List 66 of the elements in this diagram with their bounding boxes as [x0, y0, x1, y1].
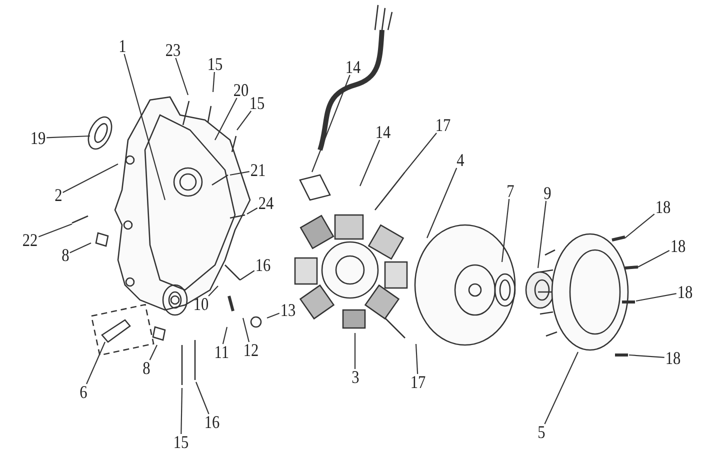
leader-line — [360, 140, 380, 186]
leader-line — [242, 318, 250, 342]
leader-line — [212, 72, 215, 92]
callout-number: 24 — [258, 194, 274, 212]
leader-line — [246, 208, 258, 214]
leader-line — [501, 198, 510, 262]
callout-number: 2 — [54, 186, 62, 204]
callout-number: 8 — [61, 246, 69, 264]
leader-line — [149, 344, 158, 360]
leader-line — [175, 58, 189, 96]
leader-line — [354, 333, 356, 369]
leader-line — [124, 54, 166, 200]
callout-number: 16 — [255, 256, 271, 274]
callout-number: 11 — [214, 343, 229, 361]
callout-number: 3 — [351, 368, 359, 386]
callout-number: 17 — [410, 373, 426, 391]
leader-line — [636, 293, 676, 302]
leader-line — [180, 388, 183, 434]
callout-number: 10 — [193, 295, 209, 313]
callout-number: 18 — [665, 349, 681, 367]
callout-number: 16 — [204, 413, 220, 431]
leader-line — [628, 354, 664, 358]
leader-line — [70, 242, 92, 254]
leader-line — [214, 98, 238, 140]
leader-line — [638, 250, 670, 268]
callout-number: 18 — [655, 198, 671, 216]
callout-number: 15 — [249, 94, 265, 112]
callout-number: 5 — [537, 423, 545, 441]
callout-number: 9 — [543, 184, 551, 202]
callout-number: 15 — [207, 55, 223, 73]
callout-number: 7 — [506, 182, 514, 200]
leader-line — [537, 200, 547, 268]
leader-line — [195, 382, 210, 414]
callout-number: 12 — [243, 341, 259, 359]
callout-number: 20 — [233, 81, 249, 99]
callout-number: 19 — [30, 129, 46, 147]
callout-number: 18 — [677, 283, 693, 301]
leader-line — [62, 164, 118, 193]
callout-number: 1 — [118, 37, 126, 55]
leader-line — [240, 270, 255, 280]
leader-line — [544, 352, 578, 424]
callout-number: 14 — [345, 58, 361, 76]
leader-line — [222, 326, 228, 344]
leader-line — [311, 74, 350, 172]
leader-line — [208, 286, 218, 296]
leader-line — [86, 342, 106, 384]
leader-line — [426, 168, 458, 238]
callout-number: 15 — [173, 433, 189, 451]
callout-number: 23 — [165, 41, 181, 59]
callout-number: 6 — [79, 383, 87, 401]
leader-line — [624, 214, 655, 238]
leader-line — [415, 344, 418, 374]
leader-line — [266, 312, 280, 319]
callout-number: 14 — [375, 123, 391, 141]
callout-number: 22 — [22, 231, 38, 249]
callout-number: 13 — [280, 301, 296, 319]
callout-number: 4 — [456, 151, 464, 169]
callout-number: 21 — [250, 161, 266, 179]
callout-number: 18 — [670, 237, 686, 255]
callout-number: 17 — [435, 116, 451, 134]
leader-line — [230, 171, 250, 176]
leader-line — [236, 110, 252, 130]
leader-line — [404, 132, 437, 172]
leader-line — [38, 223, 72, 238]
leader-line — [46, 135, 90, 138]
callout-number: 8 — [142, 359, 150, 377]
